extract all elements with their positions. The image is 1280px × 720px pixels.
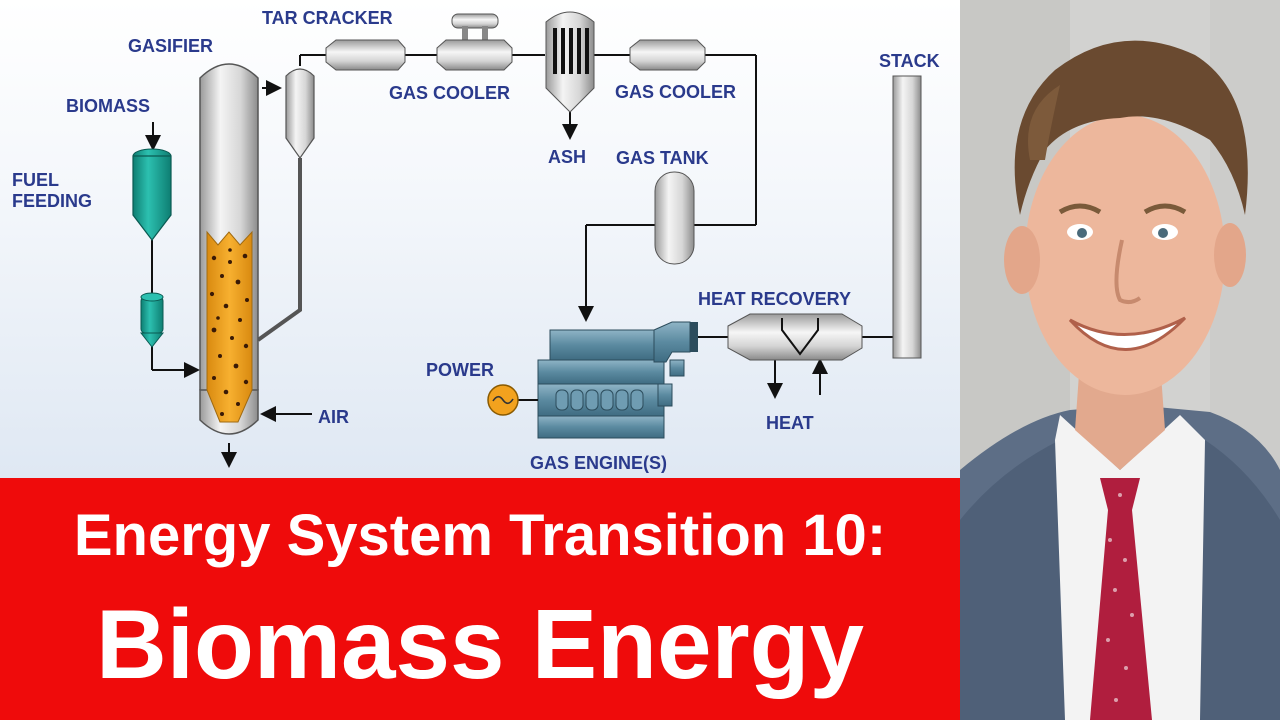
- label-gas-engines: GAS ENGINE(S): [530, 453, 667, 473]
- presenter-photo: [960, 0, 1280, 720]
- ash-filter: [545, 11, 595, 113]
- heat-recovery-unit: [727, 313, 863, 361]
- label-power: POWER: [426, 360, 494, 380]
- label-feeding: FEEDING: [12, 191, 92, 211]
- process-diagram: GASIFIER TAR CRACKER BIOMASS FUEL FEEDIN…: [0, 0, 960, 478]
- fuel-hopper: [132, 148, 172, 348]
- biomass-gasification-schematic: GASIFIER TAR CRACKER BIOMASS FUEL FEEDIN…: [12, 8, 940, 473]
- tar-cracker-unit: [325, 39, 406, 71]
- gas-engine: [537, 321, 698, 439]
- presenter-portrait: [960, 0, 1280, 720]
- label-tar-cracker: TAR CRACKER: [262, 8, 393, 28]
- cyclone-vessel: [285, 68, 315, 160]
- label-gasifier: GASIFIER: [128, 36, 213, 56]
- label-ash: ASH: [548, 147, 586, 167]
- title-line-1: Energy System Transition 10:: [73, 503, 887, 568]
- label-stack: STACK: [879, 51, 940, 71]
- title-banner: Energy System Transition 10: Biomass Ene…: [0, 478, 960, 720]
- title-line-2: Biomass Energy: [96, 589, 864, 699]
- label-biomass: BIOMASS: [66, 96, 150, 116]
- label-heat: HEAT: [766, 413, 814, 433]
- power-generator-icon: [487, 384, 538, 416]
- gas-cooler-2: [629, 39, 706, 71]
- gas-tank: [654, 171, 695, 265]
- label-gas-cooler-2: GAS COOLER: [615, 82, 736, 102]
- label-fuel: FUEL: [12, 170, 59, 190]
- stack-chimney: [892, 75, 922, 359]
- gas-cooler-1: [436, 13, 513, 71]
- label-gas-cooler-1: GAS COOLER: [389, 83, 510, 103]
- label-gas-tank: GAS TANK: [616, 148, 709, 168]
- label-heat-recovery: HEAT RECOVERY: [698, 289, 851, 309]
- gasifier-vessel: [199, 63, 259, 435]
- pipe-network: [145, 54, 893, 468]
- label-air: AIR: [318, 407, 349, 427]
